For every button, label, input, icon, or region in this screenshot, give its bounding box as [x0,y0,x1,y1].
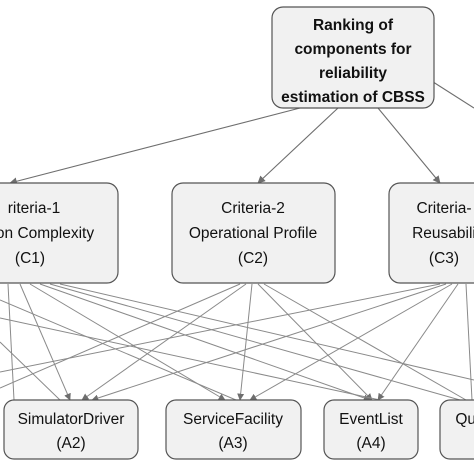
goal-connectors [9,79,474,185]
criteria-connectors [0,283,474,402]
criterion-c3-title: Criteria- [416,200,471,217]
alternative-a4-code: (A4) [356,435,385,452]
alternative-a3-code: (A3) [218,435,247,452]
alternative-a3-name: ServiceFacility [183,411,283,428]
criterion-node-c1: riteria-1 on Complexity (C1) [0,182,119,284]
goal-line-1: Ranking of [313,17,394,34]
edge-goal-c1 [9,107,301,185]
criterion-c3-name: Reusabili [412,225,474,242]
alternative-a2-name: SimulatorDriver [18,411,125,428]
criterion-c1-name: on Complexity [0,225,94,242]
criterion-node-c3: Criteria- Reusabili (C3) [388,182,474,284]
alternative-node-a3: ServiceFacility (A3) [165,399,302,460]
criterion-c2-name: Operational Profile [189,225,317,242]
edge-goal-offscreen [429,79,474,109]
alternative-a2-code: (A2) [56,435,85,452]
alternative-que-name: Que [455,411,474,428]
alternative-box-a3 [165,399,302,460]
goal-line-3: reliability [319,65,387,82]
criterion-box-c2 [171,182,336,284]
alternative-box-que [439,399,474,460]
criterion-node-c2: Criteria-2 Operational Profile (C2) [171,182,336,284]
criterion-box-c1 [0,182,119,284]
edge-goal-c3 [377,107,441,184]
criterion-c2-title: Criteria-2 [221,200,285,217]
alternative-node-que: Que [439,399,474,460]
criterion-c2-code: (C2) [238,250,268,267]
alternative-node-a4: EventList (A4) [323,399,419,460]
criterion-c3-code: (C3) [429,250,459,267]
alternative-box-a4 [323,399,419,460]
alternative-box-a2 [3,399,139,460]
goal-node: Ranking of components for reliability es… [271,6,435,109]
goal-line-2: components for [294,41,411,58]
goal-line-4: estimation of CBSS [281,89,425,106]
alternative-node-a2: SimulatorDriver (A2) [3,399,139,460]
criterion-box-c3 [388,182,474,284]
goal-box [271,6,435,109]
alternative-a4-name: EventList [339,411,403,428]
criterion-c1-code: (C1) [15,250,45,267]
edge-goal-c2 [257,107,339,184]
criterion-c1-title: riteria-1 [8,200,61,217]
